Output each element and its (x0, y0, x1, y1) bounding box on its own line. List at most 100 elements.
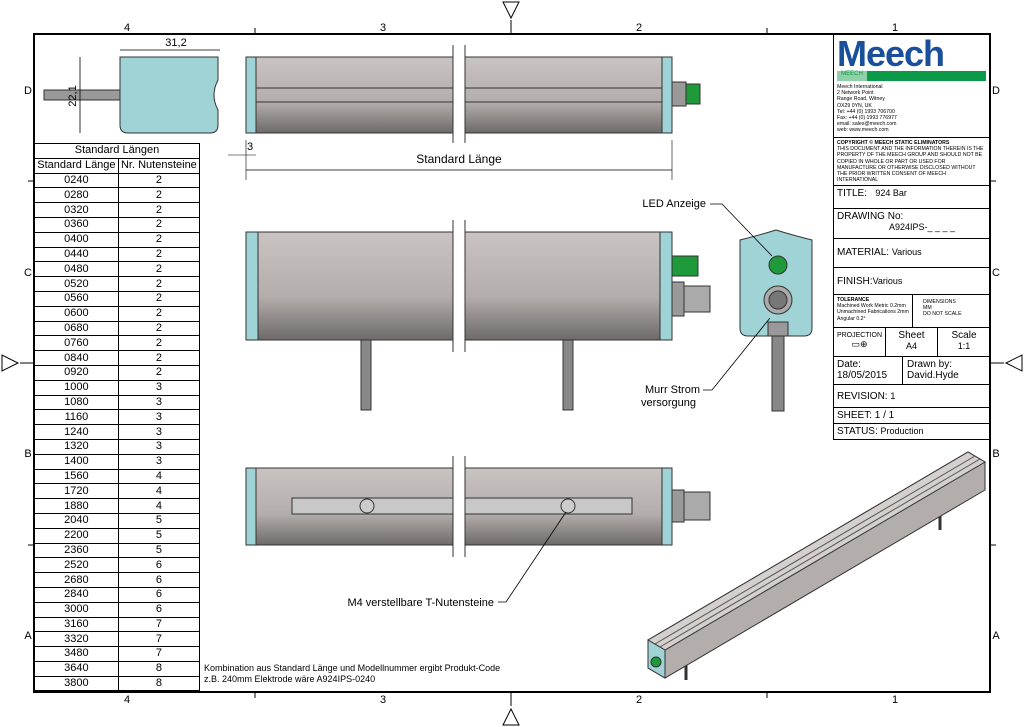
zone-ticks (20, 20, 1004, 706)
nut-count-cell: 2 (117, 305, 201, 322)
revision-value: 1 (890, 391, 896, 401)
tolerance-title: TOLERANCE (837, 297, 870, 303)
status-cell: STATUS: Production (834, 424, 989, 441)
finish-value: Various (872, 276, 903, 286)
length-cell: 1240 (34, 424, 119, 440)
profile-view: 31,2 22,1 (43, 37, 220, 134)
length-cell: 2840 (34, 586, 119, 603)
tolerance-line: Unmachined Fabrications 2mm (837, 309, 909, 316)
length-cell: 1320 (34, 438, 119, 455)
note-line: z.B. 240mm Elektrode wäre A924IPS-0240 (204, 674, 376, 684)
svg-text:A: A (24, 630, 32, 642)
svg-text:4: 4 (124, 694, 130, 706)
nut-count-cell: 3 (117, 453, 201, 470)
date-value: 18/05/2015 (837, 370, 888, 381)
length-cell: 2520 (34, 557, 119, 574)
length-cell: 0240 (34, 172, 119, 189)
nut-count-cell: 3 (117, 424, 201, 440)
length-cell: 0440 (34, 246, 119, 263)
tolerance-cell: TOLERANCE Machined Work Metric 0.2mm Unm… (834, 295, 989, 328)
length-cell: 0680 (34, 320, 119, 337)
nut-count-cell: 2 (117, 364, 201, 381)
revision-cell: REVISION: 1 (834, 385, 989, 408)
svg-text:3: 3 (380, 694, 386, 706)
length-cell: 0400 (34, 231, 119, 248)
svg-text:versorgung: versorgung (641, 397, 696, 409)
svg-text:3: 3 (247, 141, 253, 153)
nut-count-cell: 2 (117, 261, 201, 278)
svg-text:A: A (992, 630, 1000, 642)
nut-count-cell: 4 (117, 483, 201, 500)
label: DRAWING No: (837, 211, 904, 222)
logo-bar: MEECH (837, 71, 986, 81)
material-cell: MATERIAL: Various (834, 239, 989, 268)
svg-text:2: 2 (636, 22, 642, 34)
label: Date: (837, 359, 861, 370)
column-header: Standard Länge (34, 157, 119, 174)
nut-count-cell: 2 (117, 276, 201, 292)
dimensions-line: MM (923, 305, 932, 312)
length-cell: 0920 (34, 364, 119, 381)
nut-count-cell: 5 (117, 527, 201, 544)
length-cell: 0360 (34, 216, 119, 233)
nut-count-cell: 8 (117, 660, 201, 677)
length-cell: 1880 (34, 498, 119, 514)
label: STATUS: (837, 426, 878, 437)
top-view: 3 Standard Länge (228, 45, 701, 180)
nut-count-cell: 4 (117, 468, 201, 485)
label: TITLE: (837, 188, 868, 199)
nut-count-cell: 5 (117, 542, 201, 559)
length-cell: 0520 (34, 276, 119, 292)
length-cell: 3000 (34, 601, 119, 618)
svg-text:B: B (24, 448, 31, 460)
length-cell: 3480 (34, 646, 119, 662)
length-cell: 0480 (34, 261, 119, 278)
length-cell: 0760 (34, 335, 119, 352)
address-line: 2 Network Point (837, 90, 874, 97)
projection-symbol-icon: ▭⊕ (851, 339, 868, 349)
nut-count-cell: 6 (117, 601, 201, 618)
length-cell: 2040 (34, 512, 119, 529)
length-cell: 1400 (34, 453, 119, 470)
svg-text:22,1: 22,1 (67, 85, 79, 106)
title-value: 924 Bar (875, 188, 907, 198)
dimensions-line: DIMENSIONS (923, 299, 956, 305)
length-cell: 1160 (34, 409, 119, 426)
svg-text:1: 1 (892, 22, 898, 34)
length-cell: 1720 (34, 483, 119, 500)
address-line: Tel: +44 (0) 1993 706700 (837, 108, 895, 115)
nut-count-cell: 6 (117, 586, 201, 603)
svg-text:D: D (24, 85, 32, 97)
title-cell: TITLE: 924 Bar (834, 186, 989, 209)
svg-text:Standard Länge: Standard Länge (416, 152, 502, 166)
svg-text:M4 verstellbare T-Nutensteine: M4 verstellbare T-Nutensteine (347, 597, 494, 609)
label: Scale (951, 330, 977, 341)
nut-count-cell: 3 (117, 438, 201, 455)
length-cell: 1000 (34, 379, 119, 396)
